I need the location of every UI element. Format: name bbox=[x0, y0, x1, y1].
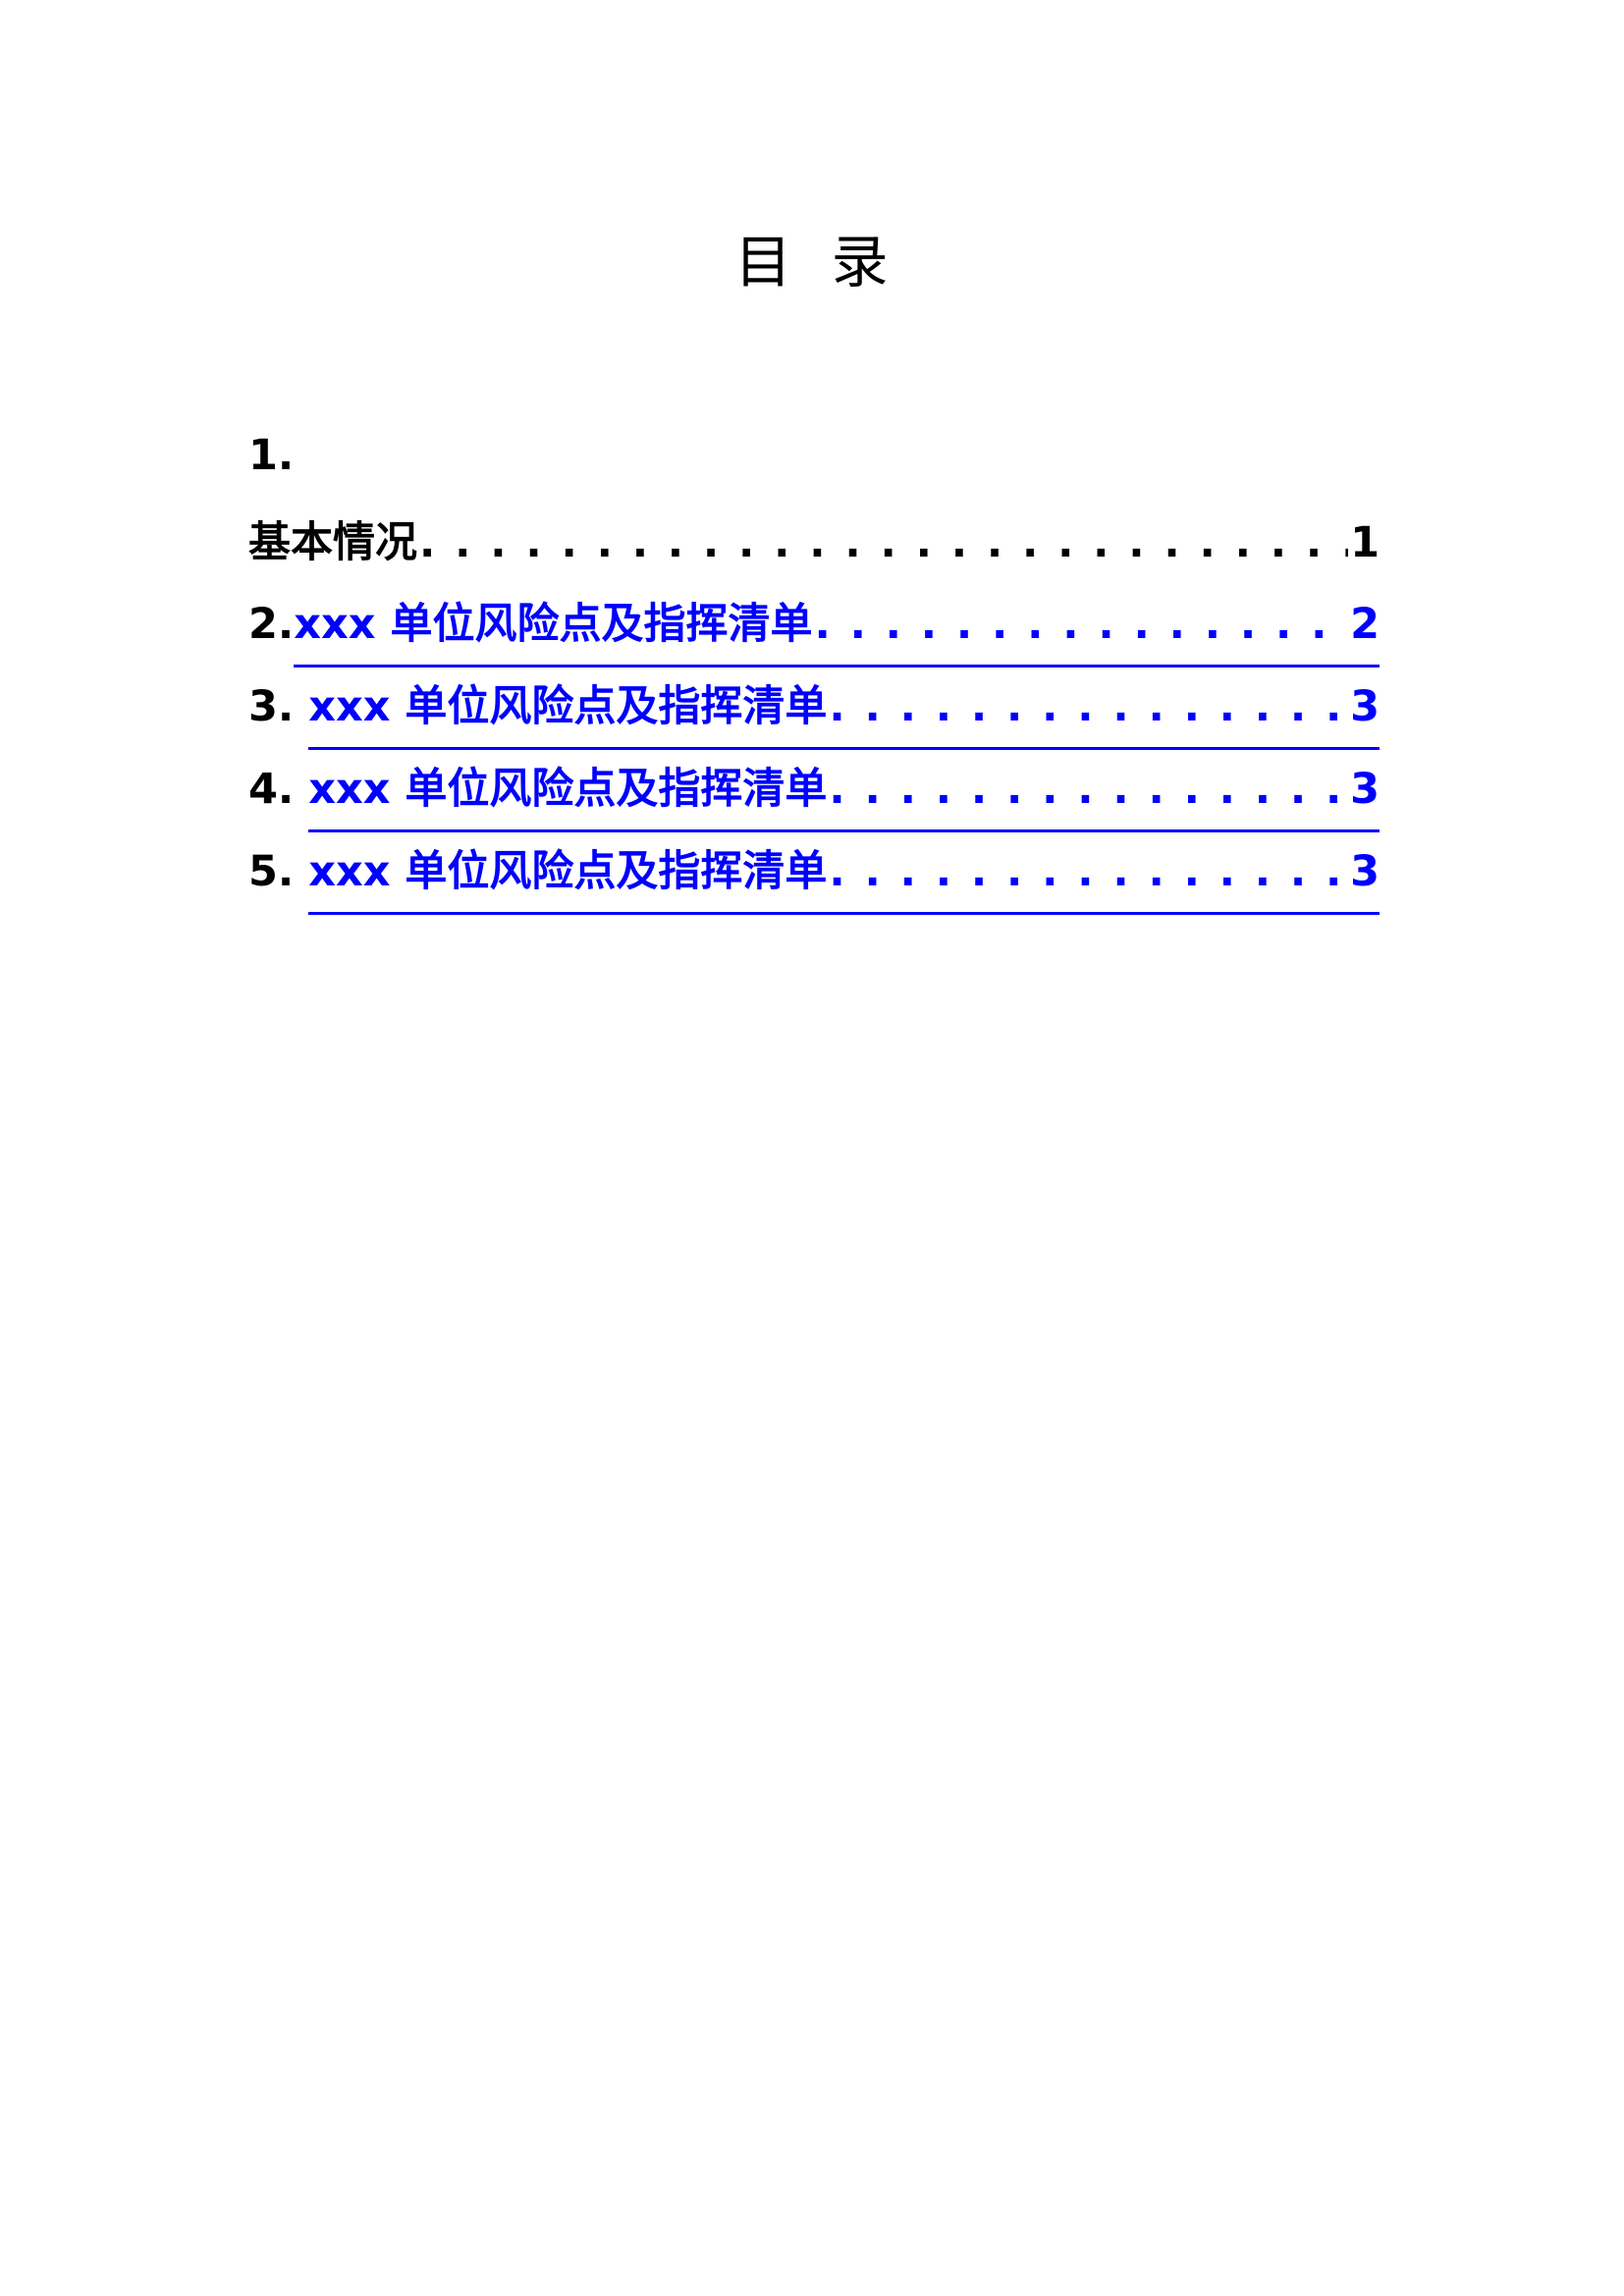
toc-entry-2-link[interactable]: xxx 单位风险点及指挥清单 ................. 2 bbox=[294, 585, 1380, 667]
toc-entry-4[interactable]: 4. xxx 单位风险点及指挥清单 ................ 3 bbox=[248, 750, 1380, 832]
toc-entry-5-label: xxx 单位风险点及指挥清单 bbox=[308, 847, 828, 896]
toc-entry-4-link[interactable]: xxx 单位风险点及指挥清单 ................ 3 bbox=[308, 750, 1380, 832]
toc-entry-2[interactable]: 2. xxx 单位风险点及指挥清单 ................. 2 bbox=[248, 585, 1380, 667]
toc-entry-5[interactable]: 5. xxx 单位风险点及指挥清单 ................ 3 bbox=[248, 832, 1380, 915]
toc-entry-2-line: 2. xxx 单位风险点及指挥清单 ................. 2 bbox=[248, 585, 1380, 667]
toc-entry-3-link[interactable]: xxx 单位风险点及指挥清单 ................ 3 bbox=[308, 667, 1380, 750]
toc-entry-1-number: 1. bbox=[248, 431, 295, 480]
toc-entry-4-line: 4. xxx 单位风险点及指挥清单 ................ 3 bbox=[248, 750, 1380, 832]
page-title: 目 录 bbox=[734, 229, 890, 295]
toc-entry-3[interactable]: 3. xxx 单位风险点及指挥清单 ................ 3 bbox=[248, 667, 1380, 750]
toc-entry-2-number: 2. bbox=[248, 600, 295, 649]
toc-entry-1-line: 基本情况 ...................................… bbox=[248, 501, 1380, 585]
toc-entry-3-page-number: 3 bbox=[1350, 682, 1380, 731]
toc-entry-4-number: 4. bbox=[248, 765, 309, 814]
toc-entry-4-label: xxx 单位风险点及指挥清单 bbox=[308, 765, 828, 814]
toc-entry-5-leader: ................ bbox=[829, 847, 1349, 896]
toc-entry-1-label: 基本情况 bbox=[248, 518, 417, 567]
toc-entry-1[interactable]: 1. 基本情况 ................................… bbox=[248, 410, 1380, 585]
toc-entry-1-body: 基本情况 ...................................… bbox=[248, 501, 1380, 585]
toc-list: 1. 基本情况 ................................… bbox=[248, 410, 1380, 915]
toc-entry-5-page-number: 3 bbox=[1350, 847, 1380, 896]
toc-entry-2-label: xxx 单位风险点及指挥清单 bbox=[294, 600, 813, 649]
toc-entry-3-line: 3. xxx 单位风险点及指挥清单 ................ 3 bbox=[248, 667, 1380, 750]
toc-entry-5-number: 5. bbox=[248, 847, 309, 896]
toc-entry-3-label: xxx 单位风险点及指挥清单 bbox=[308, 682, 828, 731]
toc-entry-3-leader: ................ bbox=[829, 682, 1349, 731]
toc-entry-5-link[interactable]: xxx 单位风险点及指挥清单 ................ 3 bbox=[308, 832, 1380, 915]
toc-entry-2-leader: ................. bbox=[814, 600, 1348, 649]
toc-entry-1-page-number: 1 bbox=[1350, 518, 1380, 567]
toc-entry-4-page-number: 3 bbox=[1350, 765, 1380, 814]
toc-entry-1-leader: ........................................… bbox=[419, 518, 1348, 567]
toc-entry-2-page-number: 2 bbox=[1350, 600, 1380, 649]
toc-entry-4-leader: ................ bbox=[829, 765, 1349, 814]
toc-entry-3-number: 3. bbox=[248, 682, 309, 731]
toc-entry-5-line: 5. xxx 单位风险点及指挥清单 ................ 3 bbox=[248, 832, 1380, 915]
